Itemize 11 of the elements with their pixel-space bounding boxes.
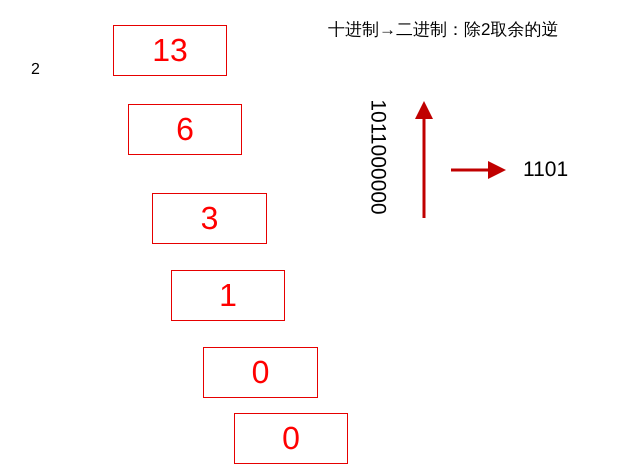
number-box: 0: [203, 347, 318, 398]
number-box: 0: [234, 413, 348, 464]
number-box: 13: [113, 25, 227, 76]
rotated-number: 1011000000: [365, 99, 390, 215]
title: 十进制→二进制：除2取余的逆: [328, 19, 558, 41]
arrow: [451, 161, 506, 179]
number-box: 3: [152, 193, 267, 244]
number-box: 6: [128, 104, 242, 155]
base-label: 2: [31, 61, 40, 79]
number-box: 1: [171, 270, 285, 321]
result-text: 1101: [523, 158, 568, 182]
